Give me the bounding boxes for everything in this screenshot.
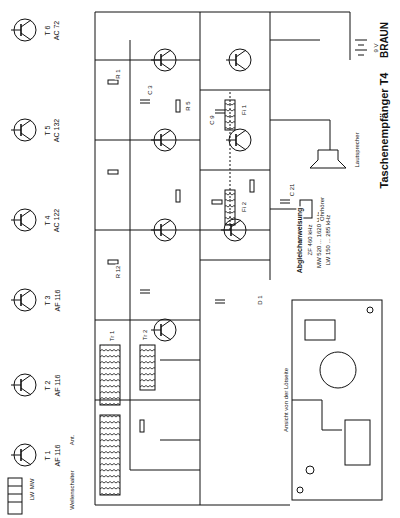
component-label: 9 V — [373, 42, 379, 53]
transistor-label: T 6 — [44, 24, 51, 36]
transistor-label: AC 132 — [53, 117, 60, 142]
component-label: Ant. — [69, 434, 75, 447]
transistor-label: AF 116 — [54, 288, 61, 312]
component-label: LW — [29, 491, 35, 502]
wiring — [95, 12, 350, 505]
component-label: Fi 1 — [241, 104, 247, 116]
transistor-label: AF 116 — [54, 443, 61, 467]
transistor-label: AC 122 — [53, 207, 60, 232]
component-label: Ansicht von der Lötseite — [283, 367, 289, 433]
transistor-label: AF 116 — [54, 373, 61, 397]
transistor-label: T 3 — [44, 294, 51, 306]
component-label: MW — [29, 478, 35, 491]
transistor-label: T 4 — [44, 214, 51, 226]
component-label: D 1 — [257, 294, 263, 305]
transistor-label: T 2 — [44, 379, 51, 391]
output-parts — [270, 40, 367, 218]
brand-logo: BRAUN — [380, 21, 390, 59]
component-label: C 21 — [289, 183, 295, 198]
component-label: R 12 — [115, 265, 121, 280]
transformers — [100, 92, 235, 495]
component-label: C 3 — [147, 84, 153, 95]
component-label: LW 150 ... 285 kHz — [325, 214, 331, 267]
component-label: Tr 1 — [109, 330, 115, 342]
component-label: Fi 2 — [241, 201, 247, 213]
transistor-label: T 1 — [44, 449, 51, 461]
component-label: Tr 2 — [142, 329, 148, 341]
pcb-view — [292, 300, 382, 500]
component-label: C 9 — [209, 114, 215, 125]
wave-switch — [8, 478, 22, 514]
title: Taschenempfänger T4 — [379, 71, 390, 189]
transistor-label: AC 72 — [54, 19, 61, 40]
transistor-pinouts — [11, 19, 36, 466]
component-label: Lautsprecher — [354, 131, 360, 168]
component-label: Abgleichanweisung — [296, 206, 303, 274]
component-label: Ohrhörer — [319, 196, 325, 222]
transistor-label: T 5 — [44, 124, 51, 136]
component-label: R 1 — [115, 68, 121, 79]
component-label: ZF 460 kHz — [307, 223, 313, 256]
component-label: Wellenschalter — [69, 469, 75, 510]
passive-components — [108, 80, 290, 432]
transistor-symbols — [151, 49, 251, 341]
component-label: R 5 — [185, 100, 191, 111]
